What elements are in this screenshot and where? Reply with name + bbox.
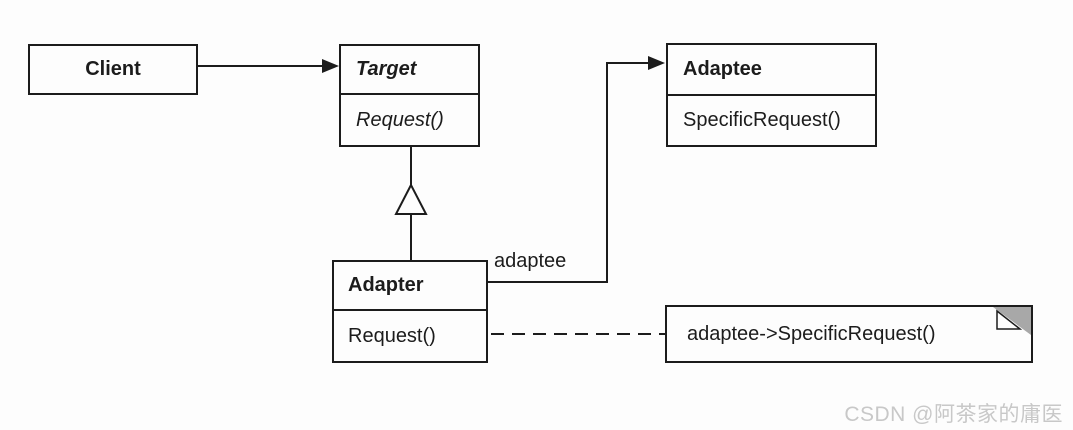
implementation-note: adaptee->SpecificRequest() — [665, 305, 1033, 363]
class-name: Adaptee — [668, 45, 875, 96]
class-name: Adapter — [334, 262, 486, 311]
note-text: adaptee->SpecificRequest() — [687, 322, 936, 345]
adapter-adaptee-association-arrow — [488, 56, 665, 283]
class-box-adaptee: Adaptee SpecificRequest() — [666, 43, 877, 147]
class-method: Request() — [348, 324, 436, 347]
association-role-label: adaptee — [494, 250, 567, 272]
client-target-association-arrow — [198, 59, 339, 73]
generalization-connector — [394, 147, 428, 260]
filled-arrowhead-icon — [322, 59, 339, 73]
folded-corner-icon — [993, 307, 1031, 335]
csdn-watermark: CSDN @阿茶家的庸医 — [844, 403, 1063, 426]
class-box-adapter: Adapter Request() — [332, 260, 488, 363]
class-box-target: Target Request() — [339, 44, 480, 147]
class-name: Client — [85, 58, 141, 80]
note-connector — [458, 327, 665, 341]
class-box-client: Client — [28, 44, 198, 95]
class-method: Request() — [356, 108, 444, 131]
filled-arrowhead-icon — [648, 56, 665, 70]
hollow-triangle-icon — [394, 182, 428, 215]
class-name: Target — [341, 46, 478, 95]
class-method: SpecificRequest() — [683, 109, 841, 131]
